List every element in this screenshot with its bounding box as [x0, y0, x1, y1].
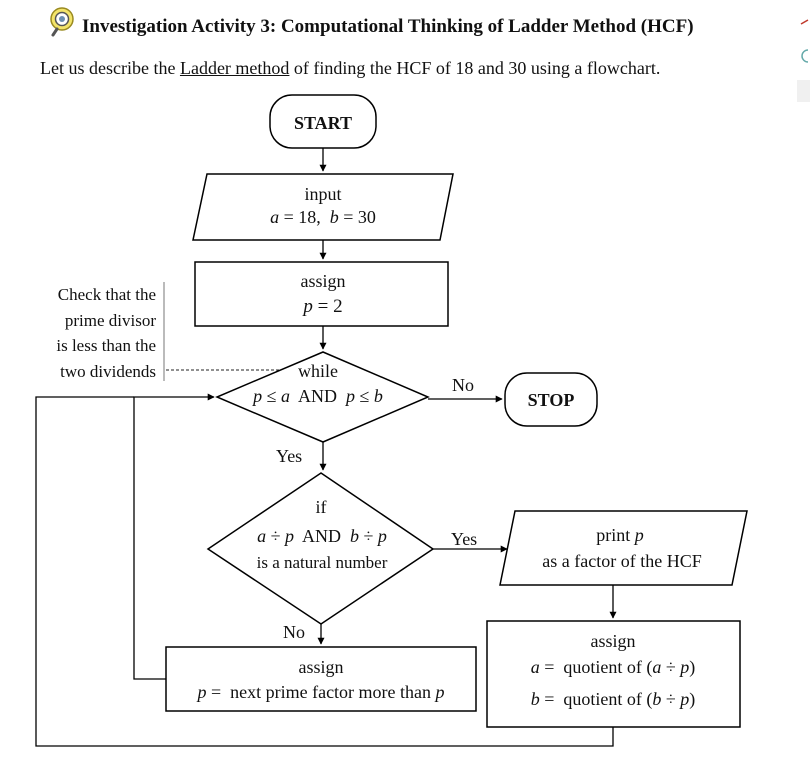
- intro-before: Let us describe the: [40, 58, 180, 78]
- assign-next-node: assign p = next prime factor more than p: [165, 646, 477, 712]
- if-label: if: [316, 497, 327, 517]
- assign-p-node: assign p = 2: [194, 261, 449, 327]
- assign-next-value: p = next prime factor more than p: [195, 682, 444, 702]
- if-decision: if a ÷ p AND b ÷ p is a natural number: [206, 472, 435, 625]
- loop-quotient-to-while: [35, 396, 614, 747]
- side-note: Check that the prime divisor is less tha…: [22, 282, 156, 384]
- yes-label-while: Yes: [276, 446, 302, 466]
- assign-p-label: assign: [301, 271, 346, 291]
- side-note-line: two dividends: [60, 361, 156, 381]
- assign-quotient-a: a = quotient of (a ÷ p): [531, 657, 696, 678]
- input-node: input a = 18, b = 30: [192, 173, 454, 241]
- stop-terminal: STOP: [504, 372, 598, 427]
- side-note-line: prime divisor: [64, 310, 156, 330]
- intro-after: of finding the HCF of 18 and 30 using a …: [289, 58, 661, 78]
- no-label-if: No: [283, 622, 305, 642]
- side-note-line: is less than the: [56, 336, 156, 355]
- while-decision: while p ≤ a AND p ≤ b: [215, 351, 430, 443]
- assign-quotient-label: assign: [591, 631, 636, 651]
- stop-label: STOP: [528, 390, 575, 410]
- print-line2: as a factor of the HCF: [542, 551, 701, 571]
- input-values: a = 18, b = 30: [270, 207, 376, 227]
- while-condition: p ≤ a AND p ≤ b: [251, 386, 383, 406]
- if-condition-line3: is a natural number: [257, 553, 388, 572]
- if-condition: a ÷ p AND b ÷ p: [257, 526, 387, 546]
- side-note-line: Check that the: [57, 285, 156, 304]
- assign-p-value: p = 2: [301, 296, 342, 317]
- assign-quotient-node: assign a = quotient of (a ÷ p) b = quoti…: [486, 620, 741, 728]
- yes-label-if: Yes: [451, 529, 477, 549]
- print-label: print p: [596, 525, 644, 545]
- start-terminal: START: [269, 94, 377, 149]
- print-node: print p as a factor of the HCF: [499, 510, 748, 586]
- no-label-while: No: [452, 375, 474, 395]
- start-label: START: [294, 113, 352, 133]
- intro-text: Let us describe the Ladder method of fin…: [40, 58, 660, 79]
- while-label: while: [298, 361, 338, 381]
- assign-quotient-b: b = quotient of (b ÷ p): [531, 689, 696, 710]
- page-title: Investigation Activity 3: Computational …: [82, 16, 694, 37]
- ladder-method-link: Ladder method: [179, 58, 290, 78]
- magnifier-icon: [50, 7, 74, 37]
- page-edge-decoration: [797, 19, 810, 102]
- input-label: input: [304, 184, 341, 204]
- assign-next-label: assign: [299, 657, 344, 677]
- loop-next-to-while: [133, 393, 215, 680]
